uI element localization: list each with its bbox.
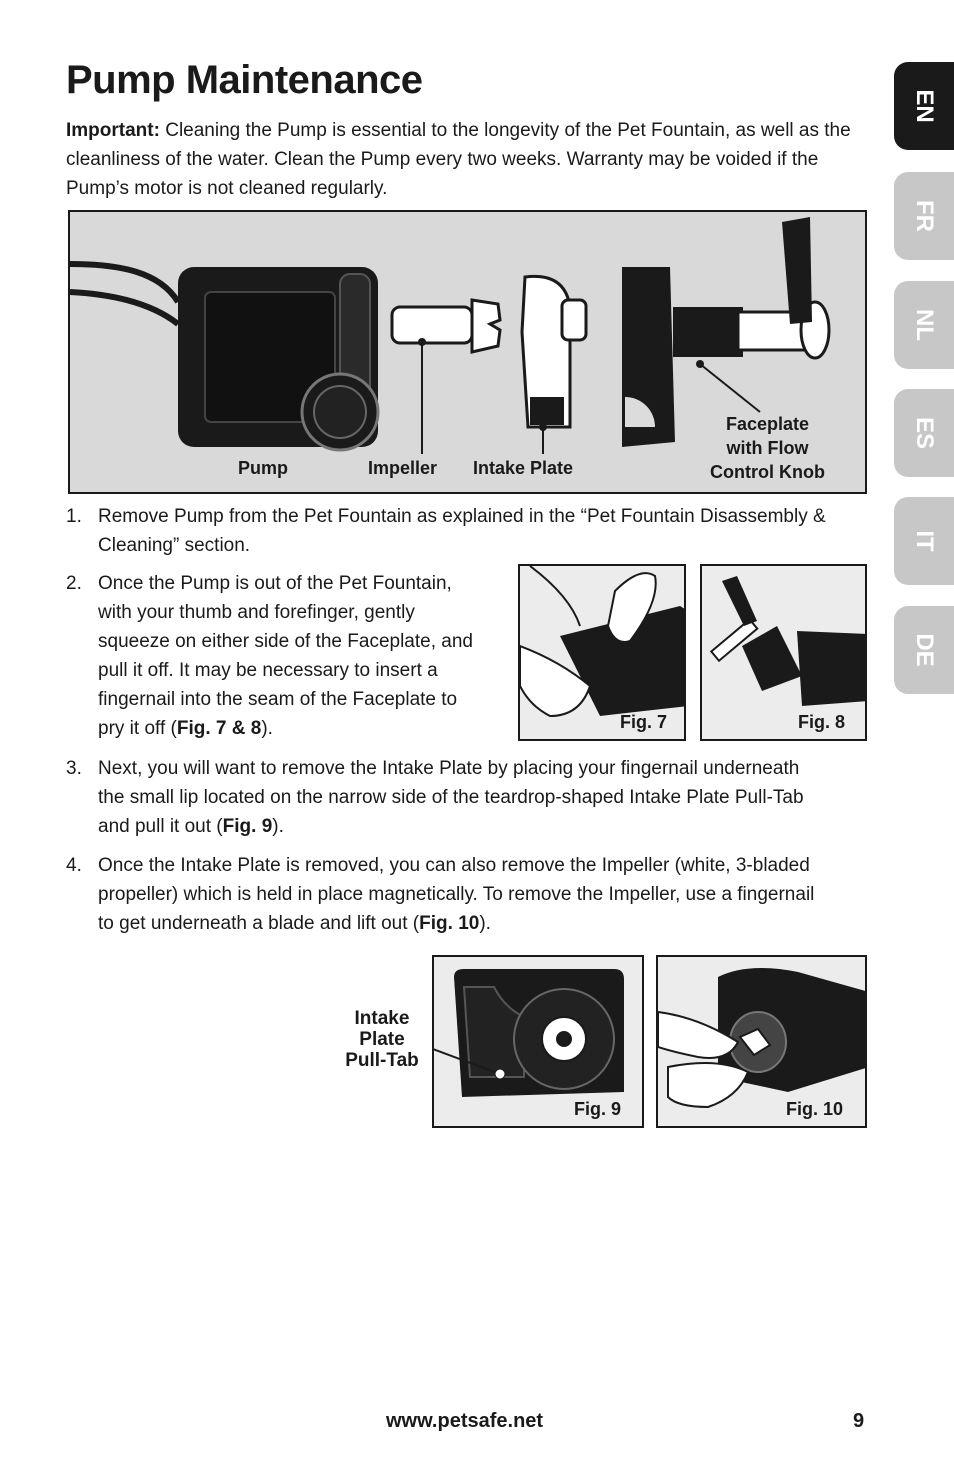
page-number: 9 [853,1410,865,1432]
step-4-number: 4. [66,855,82,876]
step-3-number: 3. [66,758,82,779]
step-3-line-1: Next, you will want to remove the Intake… [98,758,800,779]
tab-nl-label: NL [911,309,938,341]
step-1-number: 1. [66,506,82,527]
label-intake-plate: Intake Plate [473,458,574,478]
pump-parts-illustration [70,217,831,454]
step-3-line-2: the small lip located on the narrow side… [98,787,804,808]
step-1-line-1: Remove Pump from the Pet Fountain as exp… [98,506,826,527]
step-2-number: 2. [66,573,82,594]
step-2-line-5: fingernail into the seam of the Faceplat… [98,689,458,710]
step-4-line-3-start: to get underneath a blade and lift out ( [98,913,420,934]
fig-9-image: Fig. 9 [432,955,644,1128]
pull-tab-line3: Pull-Tab [345,1050,419,1071]
label-faceplate-line1: Faceplate [725,414,810,434]
fig-7-illustration [520,566,684,739]
label-impeller: Impeller [368,458,438,478]
fig-7-image: Fig. 7 [518,564,686,741]
step-2-fig-ref: Fig. 7 & 8 [176,718,262,739]
fig-10-label: Fig. 10 [786,1099,844,1119]
pull-tab-line2: Plate [359,1029,405,1050]
pump-parts-diagram: Pump Impeller Intake Plate Faceplate wit… [68,210,867,494]
intro-text: Cleaning the Pump is essential to the lo… [66,120,851,199]
label-faceplate: Faceplate with Flow Control Knob [670,412,865,484]
fig-10-image: Fig. 10 [656,955,867,1128]
fig-8-label: Fig. 8 [798,712,846,732]
intro-paragraph: Important: Cleaning the Pump is essentia… [66,116,856,203]
step-2-line-6-start: pry it off ( [98,718,177,739]
page-title: Pump Maintenance [66,58,423,102]
label-pump: Pump [238,458,289,478]
step-2-line-1: Once the Pump is out of the Pet Fountain… [98,573,452,594]
step-3-fig-ref: Fig. 9 [222,816,273,837]
intro-label: Important: [66,120,160,141]
tab-it-label: IT [911,530,938,552]
step-4-fig-ref: Fig. 10 [419,913,480,934]
step-4-line-3-end: ). [479,913,491,934]
tab-nl[interactable]: NL [894,281,954,369]
tab-de-label: DE [911,633,938,667]
tab-fr[interactable]: FR [894,172,954,260]
fig-8-image: Fig. 8 [700,564,867,741]
tab-de[interactable]: DE [894,606,954,694]
tab-es[interactable]: ES [894,389,954,477]
step-4-line-2: propeller) which is held in place magnet… [98,884,815,905]
pull-tab-line1: Intake [354,1008,410,1029]
tab-it[interactable]: IT [894,497,954,585]
fig-10-illustration [658,957,865,1126]
step-2-line-6-end: ). [261,718,273,739]
fig-7-label: Fig. 7 [620,712,668,732]
fig-8-illustration [702,566,865,739]
fig-9-label: Fig. 9 [574,1099,622,1119]
step-2-line-4: pull it off. It may be necessary to inse… [98,660,438,681]
label-faceplate-line2: with Flow [726,438,809,458]
step-3-line-3-start: and pull it out ( [98,816,223,837]
intake-plate-pull-tab-label: Intake Plate Pull-Tab [326,1008,438,1071]
step-4-line-1: Once the Intake Plate is removed, you ca… [98,855,810,876]
tab-en-label: EN [911,89,938,123]
step-1-line-2: Cleaning” section. [98,535,251,556]
fig-9-illustration [434,957,642,1126]
label-faceplate-line3: Control Knob [710,462,825,482]
step-3-line-3-end: ). [272,816,284,837]
tab-es-label: ES [911,416,938,450]
step-2-line-2: with your thumb and forefinger, gently [98,602,415,623]
step-2-line-3: squeeze on either side of the Faceplate,… [98,631,473,652]
tab-fr-label: FR [911,200,938,232]
tab-en[interactable]: EN [894,62,954,150]
footer-website[interactable]: www.petsafe.net [386,1410,544,1432]
